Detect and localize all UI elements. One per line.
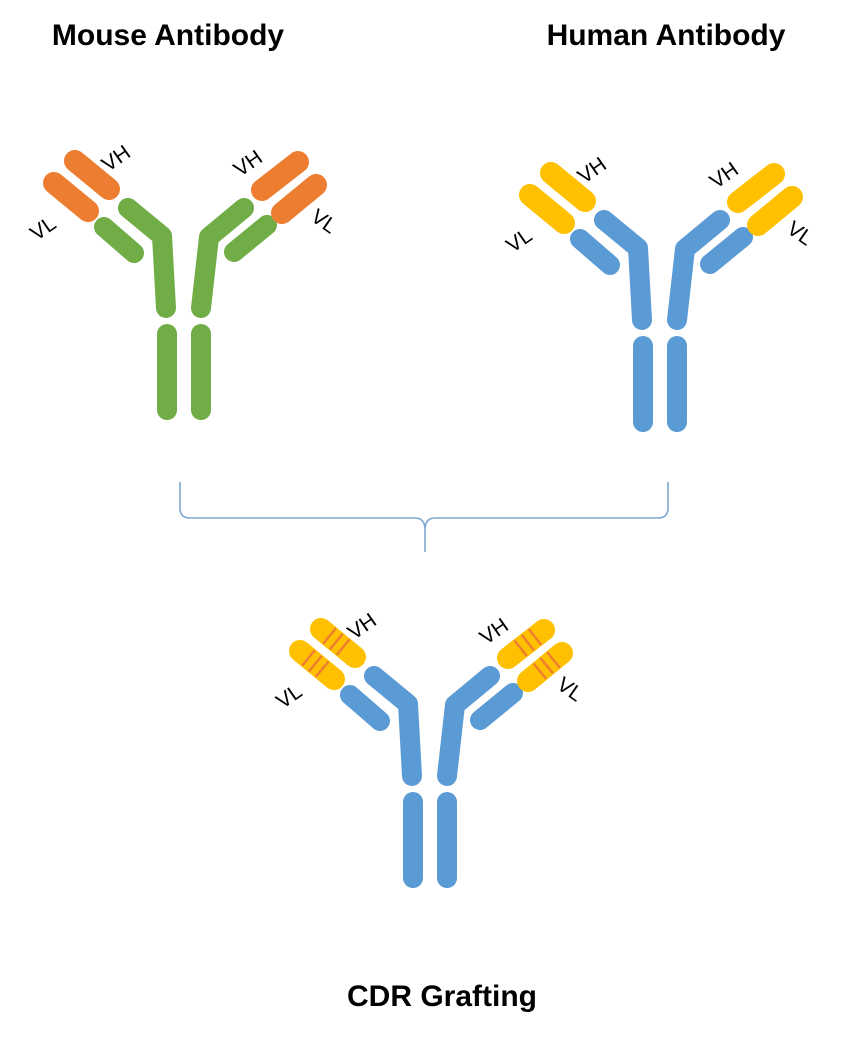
mouse-vh-left-domain	[64, 150, 120, 200]
human-heavy-chain-right-arm	[667, 210, 730, 330]
mouse-vl-right-domain	[271, 174, 327, 224]
grafted-vl-right-cdr-stripe-3	[532, 662, 548, 680]
mouse-light-constant-right	[224, 215, 277, 262]
grafted-vh-right-domain	[497, 619, 555, 669]
human-vl-left-domain	[519, 184, 575, 234]
human-antibody-title: Human Antibody	[547, 19, 786, 52]
mouse-vl-left-label: VL	[26, 212, 60, 246]
grafted-vl-right-domain	[517, 642, 573, 692]
mouse-vl-left-domain	[43, 172, 99, 222]
human-vl-left-label: VL	[502, 224, 536, 258]
grafted-vh-right-cdr-stripe-3	[513, 639, 528, 657]
grafted-vl-right-cdr-stripe-1	[546, 651, 561, 669]
grafted-vh-left-domain	[310, 618, 366, 668]
human-vh-right-domain	[727, 163, 785, 213]
grafted-vl-left-label: VL	[272, 680, 306, 714]
mouse-light-constant-left	[94, 217, 144, 263]
cdr-grafting-title: CDR Grafting	[347, 980, 537, 1013]
mouse-heavy-chain-right-arm	[191, 198, 254, 318]
human-heavy-chain-left-arm	[594, 210, 652, 330]
grafted-vl-left-cdr-stripe-3	[314, 660, 330, 678]
human-vh-left-domain	[540, 162, 596, 212]
grafted-light-constant-left	[340, 685, 390, 731]
grafted-vh-left-cdr-stripe-1	[322, 627, 337, 645]
mouse-antibody-title: Mouse Antibody	[52, 19, 285, 52]
grafted-vl-left-cdr-stripe-2	[308, 655, 323, 673]
mouse-heavy-chain-left-arm	[118, 198, 176, 318]
grafted-vl-right-cdr-stripe-2	[539, 657, 554, 675]
grafted-vl-left-cdr-stripe-1	[301, 649, 316, 667]
human-vh-right-label: VH	[706, 158, 743, 194]
mouse-vl-right-label: VL	[307, 205, 341, 239]
mouse-vh-right-domain	[251, 151, 309, 201]
merge-bracket	[179, 482, 669, 552]
grafted-vh-left-cdr-stripe-3	[335, 638, 351, 656]
grafted-vh-right-label: VH	[476, 614, 513, 650]
grafted-vh-left-cdr-stripe-2	[329, 633, 344, 651]
grafted-heavy-chain-left-arm	[364, 666, 422, 786]
human-light-constant-left	[570, 229, 620, 275]
human-light-constant-right	[700, 227, 753, 274]
grafted-vh-right-cdr-stripe-1	[527, 628, 543, 646]
grafted-vl-right-label: VL	[553, 673, 587, 707]
human-vl-right-domain	[747, 186, 803, 236]
grafted-vl-left-domain	[289, 640, 345, 690]
grafted-heavy-chain-right-arm	[437, 666, 500, 786]
grafted-light-constant-right	[470, 683, 523, 730]
human-vl-right-label: VL	[783, 217, 817, 251]
grafted-vh-right-cdr-stripe-2	[520, 633, 535, 652]
mouse-vh-right-label: VH	[230, 146, 267, 182]
